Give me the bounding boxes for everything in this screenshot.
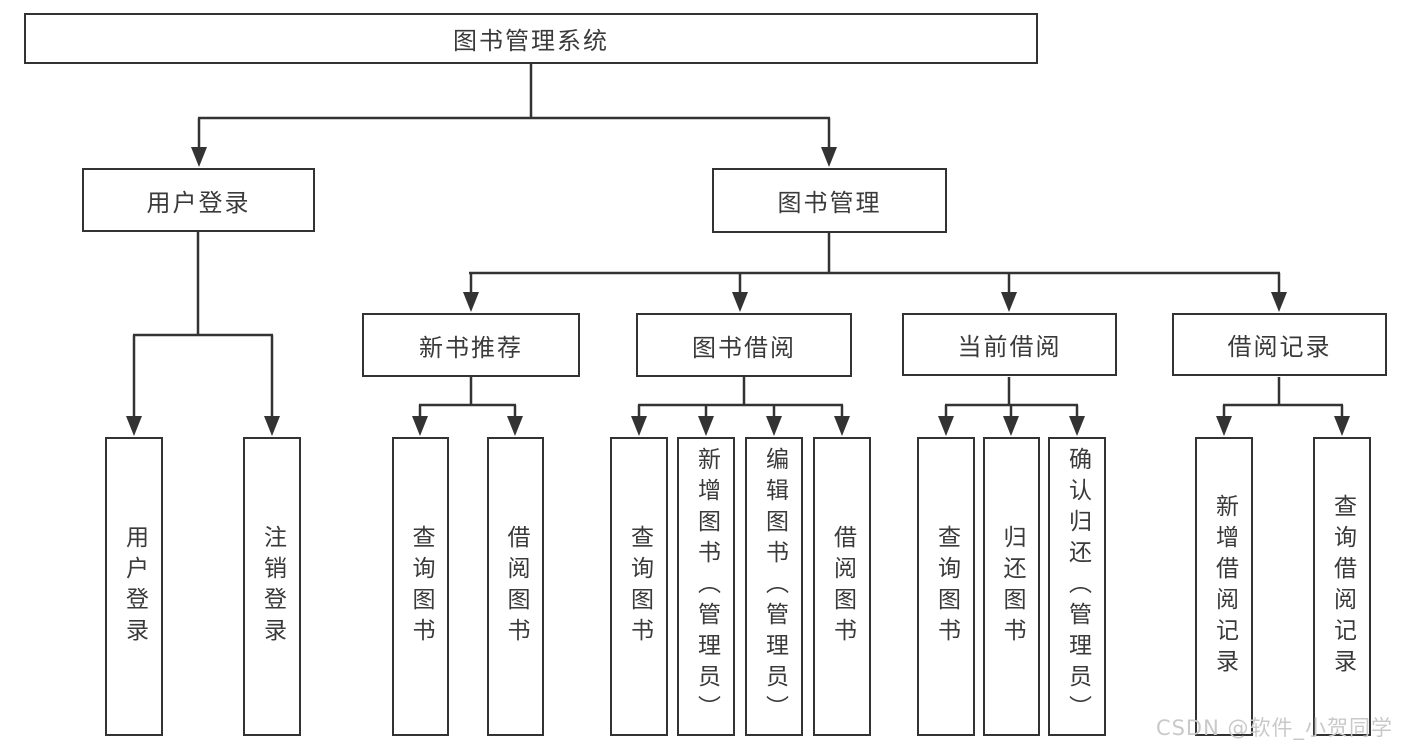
csdn-watermark: CSDN @软件_小贺同学 xyxy=(1155,716,1393,740)
node-book-management: 图书管理 xyxy=(712,168,947,233)
leaf-confirm-return-admin: 确认归还（管理员） xyxy=(1048,437,1106,736)
leaf-query-borrow-record: 查询借阅记录 xyxy=(1313,437,1371,736)
node-new-book-recommendation: 新书推荐 xyxy=(362,313,580,377)
leaf-add-borrow-record: 新增借阅记录 xyxy=(1195,437,1253,736)
node-current-borrowing: 当前借阅 xyxy=(902,313,1117,376)
leaf-borrow-books-1: 借阅图书 xyxy=(487,437,544,736)
leaf-add-books-admin: 新增图书（管理员） xyxy=(677,437,735,736)
node-book-borrowing: 图书借阅 xyxy=(636,313,852,377)
leaf-query-books-1: 查询图书 xyxy=(392,437,449,736)
node-system-root: 图书管理系统 xyxy=(24,13,1038,64)
leaf-query-books-3: 查询图书 xyxy=(917,437,975,736)
leaf-edit-books-admin: 编辑图书（管理员） xyxy=(745,437,803,736)
tree-edges xyxy=(132,64,1344,420)
leaf-logout: 注销登录 xyxy=(243,437,301,736)
node-borrowing-records: 借阅记录 xyxy=(1172,313,1387,376)
leaf-query-books-2: 查询图书 xyxy=(610,437,668,736)
leaf-borrow-books-2: 借阅图书 xyxy=(813,437,871,736)
leaf-user-login: 用户登录 xyxy=(105,437,163,736)
node-user-login: 用户登录 xyxy=(82,168,315,232)
leaf-return-books: 归还图书 xyxy=(983,437,1040,736)
